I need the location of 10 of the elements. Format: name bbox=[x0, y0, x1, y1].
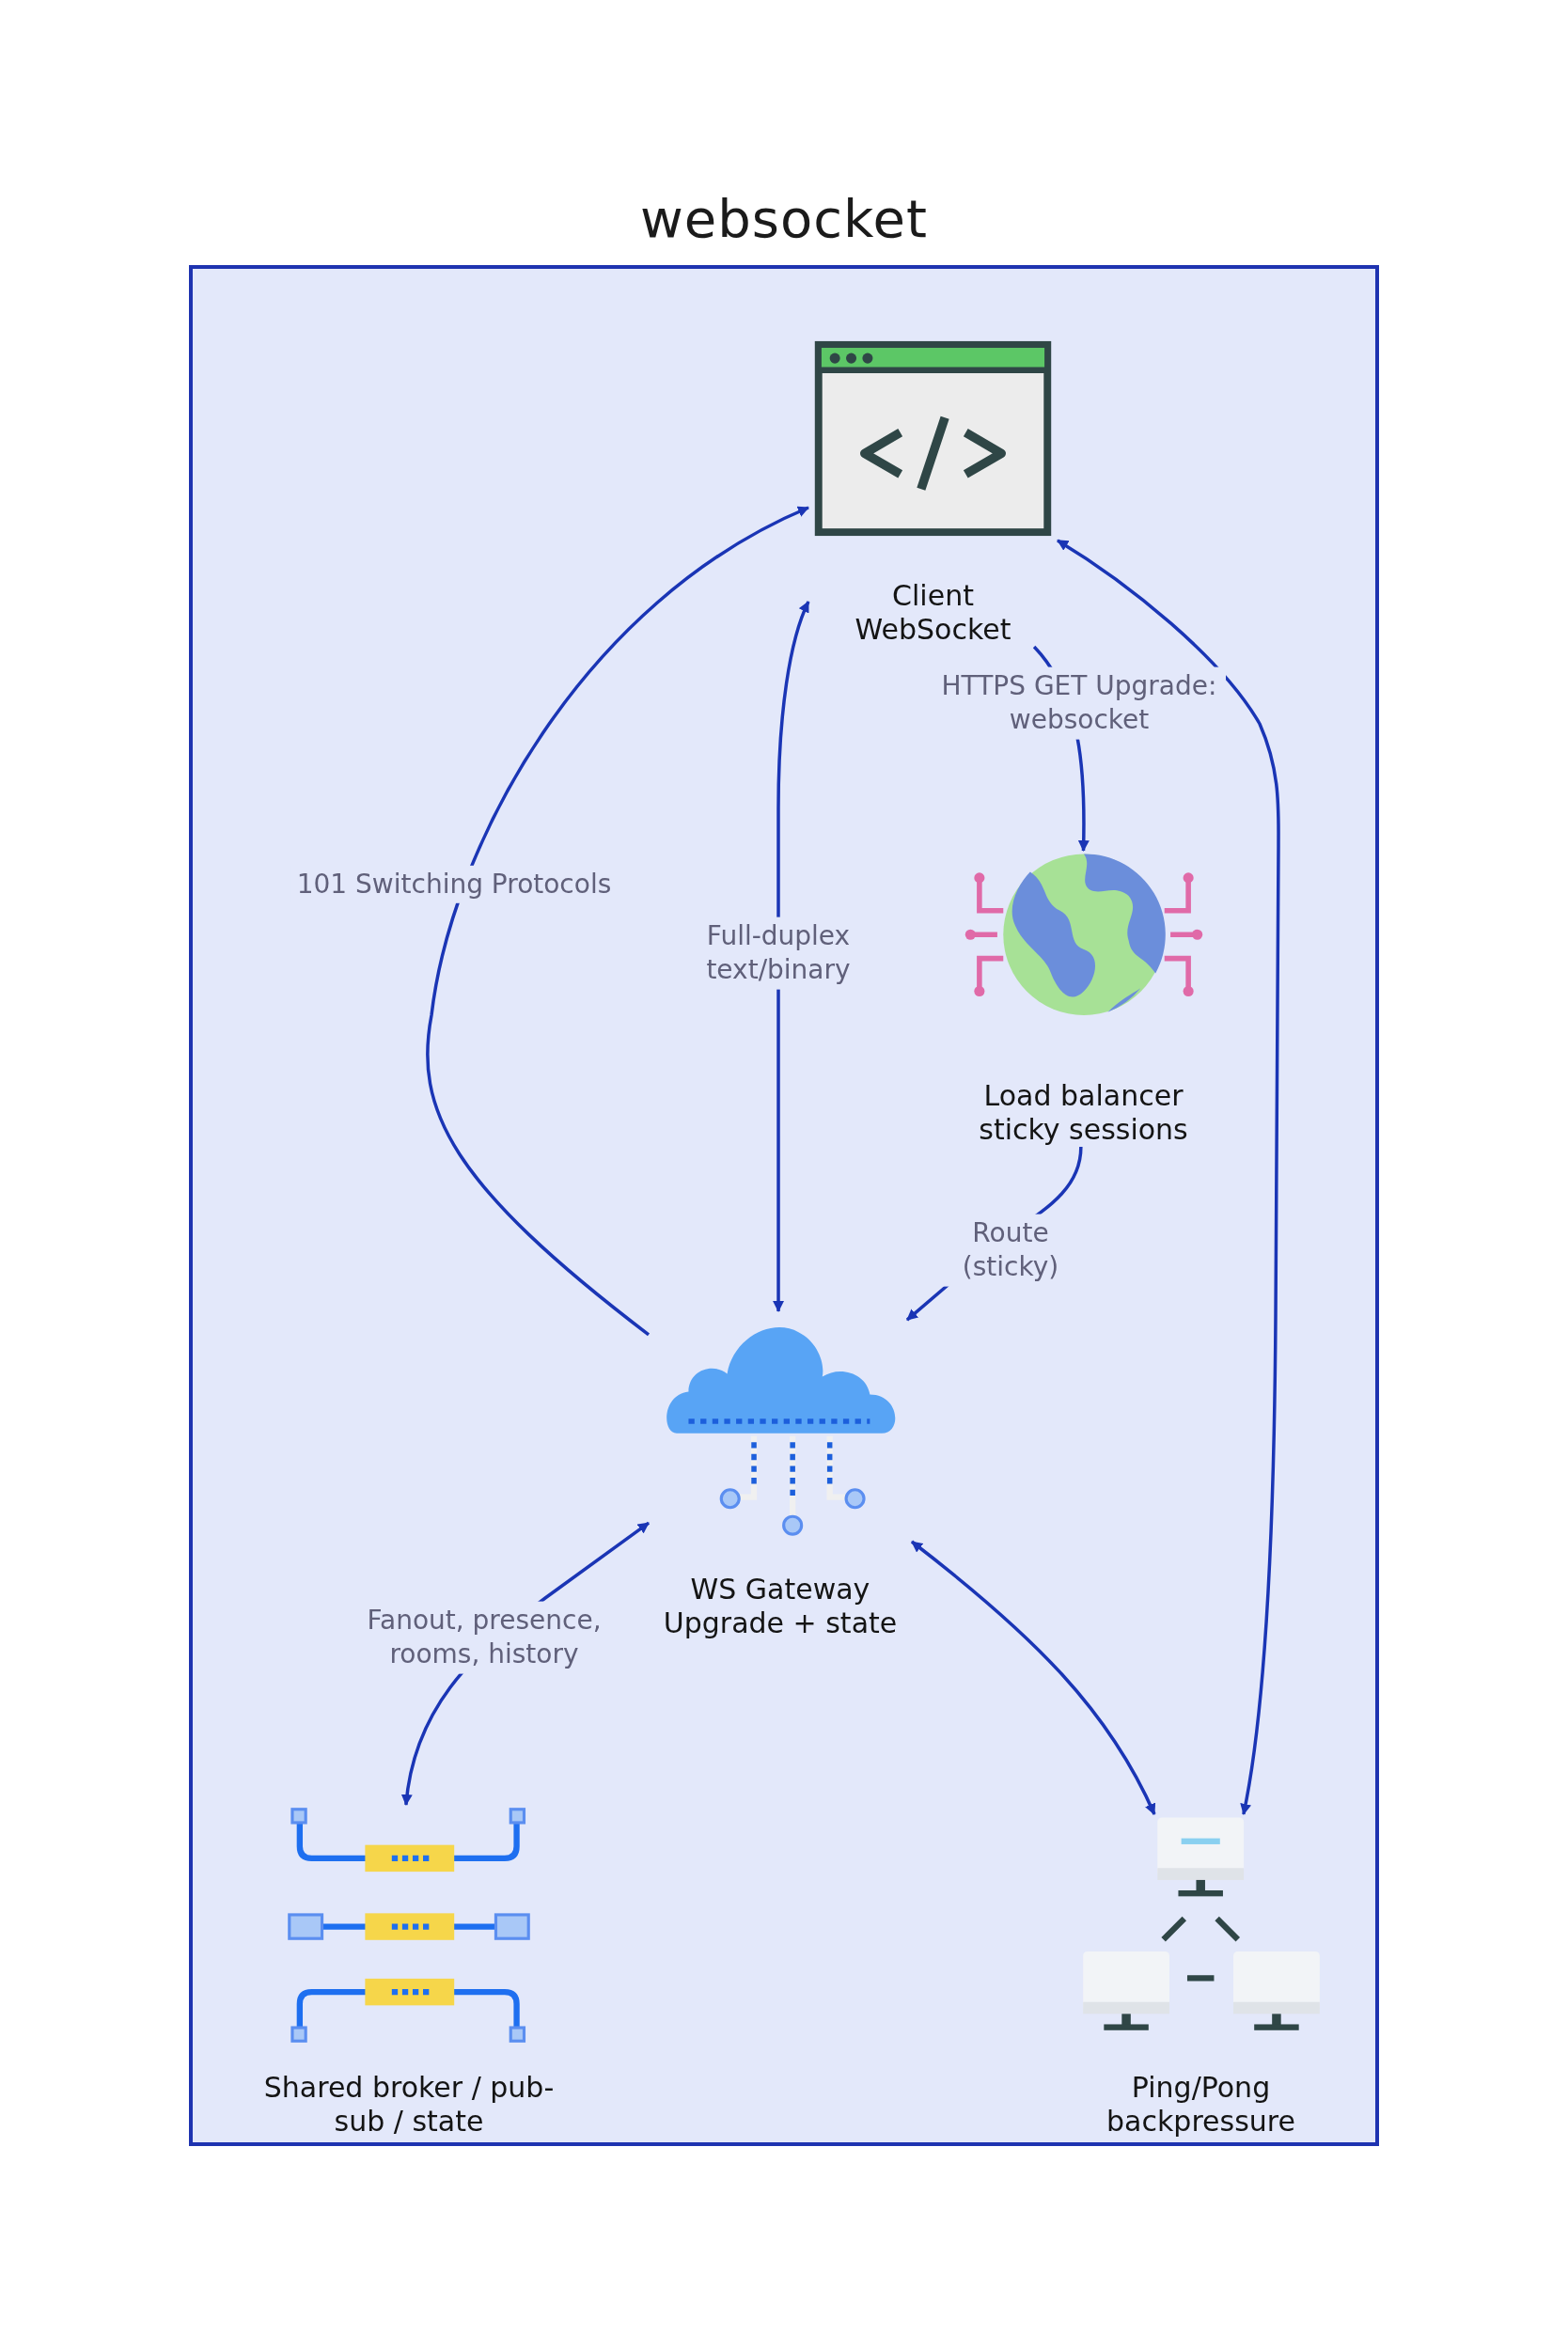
arrow bbox=[773, 601, 810, 1312]
arrow bbox=[910, 1540, 1156, 1815]
arrow bbox=[1057, 539, 1280, 1815]
node-label: Ping/Pong backpressure bbox=[1105, 2071, 1296, 2139]
diagram-title: websocket bbox=[639, 188, 929, 249]
node-label: Shared broker / pub-sub / state bbox=[263, 2071, 555, 2139]
node-label: Client WebSocket bbox=[854, 579, 1012, 647]
arrow bbox=[426, 506, 809, 1337]
node-label: WS Gateway Upgrade + state bbox=[662, 1573, 899, 1640]
node-label: Load balancer sticky sessions bbox=[978, 1079, 1189, 1147]
